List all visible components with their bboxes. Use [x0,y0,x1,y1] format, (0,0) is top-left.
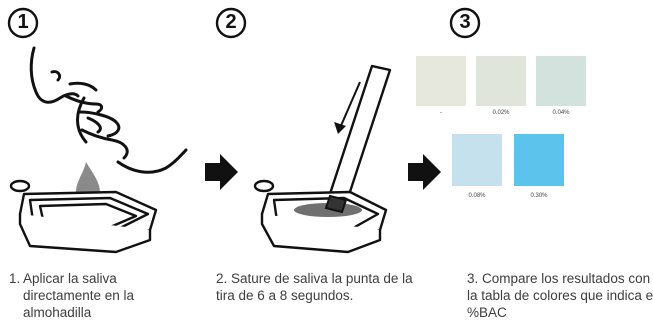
swatch-label-negative: - [440,110,442,116]
swatch-negative [416,56,466,106]
step-2-caption: 2. Sature de saliva la punta de la tira … [216,271,413,303]
step-1-caption-text: Aplicar la saliva directamente en la alm… [23,271,135,320]
step-2-circle [215,7,247,39]
strip-tip [324,194,348,214]
arrow-right-1 [205,154,238,190]
strip-direction-arrow [339,81,361,129]
swatch-label-004: 0.04% [552,110,570,116]
pad-stain [294,203,362,217]
strip-direction-arrowhead [334,122,346,134]
step-1-number: 1 [17,11,29,33]
step-3-caption: 3. Compare los resultados con la tabla d… [467,271,653,320]
swatch-label-030: 0.30% [530,193,548,199]
step-1-caption: 1. Aplicar la saliva directamente en la … [9,270,159,321]
step-1-caption-number: 1. [9,271,21,286]
swatch-002 [476,56,526,106]
swatch-label-002: 0.02% [492,110,510,116]
step-3-number: 3 [459,11,471,33]
step-3-circle [449,7,481,39]
swatch-label-008: 0.08% [468,193,486,199]
face-profile-drawing [29,46,188,174]
step-1-circle [7,7,39,39]
step-2-number: 2 [225,11,237,33]
swatch-004 [536,56,586,106]
swatch-030 [514,134,564,186]
arrow-right-2 [408,154,441,190]
swatch-008 [452,134,502,186]
test-pad-device-1 [9,179,158,254]
